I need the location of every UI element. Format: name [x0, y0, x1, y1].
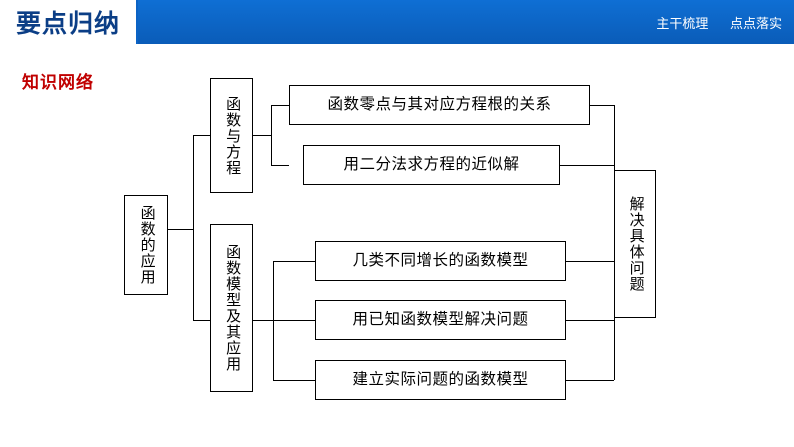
connector-trunk-vertical	[193, 135, 194, 320]
diagram-branch-title-0: 函数与方程	[210, 78, 253, 193]
header-right-labels: 主干梳理 点点落实	[638, 13, 782, 32]
connector-branch2-to-item0	[273, 261, 315, 262]
connector-item-b1i1-to-bus	[560, 165, 614, 166]
connector-branch2-to-item2	[273, 380, 315, 381]
connector-item-b2i2-to-bus	[566, 380, 614, 381]
page-title: 要点归纳	[15, 10, 120, 38]
diagram-item-b2-1: 用已知函数模型解决问题	[315, 300, 566, 340]
header-right-item-0: 主干梳理	[656, 16, 709, 31]
header-title-box	[0, 0, 138, 44]
connector-item-b1i0-to-bus	[590, 105, 614, 106]
section-label: 知识网络	[22, 73, 94, 92]
connector-branch1-to-item1	[271, 165, 289, 166]
connector-trunk-to-branch1	[193, 135, 210, 136]
diagram-item-b1-1: 用二分法求方程的近似解	[303, 145, 560, 185]
diagram-root-node: 函数的应用	[124, 195, 168, 295]
connector-branch1-splitter	[271, 105, 272, 165]
connector-item-b2i1-to-bus	[566, 320, 614, 321]
diagram-result-node: 解决具体问题	[614, 170, 656, 318]
diagram-item-b1-0: 函数零点与其对应方程根的关系	[289, 85, 590, 125]
diagram-item-b2-2: 建立实际问题的函数模型	[315, 360, 566, 400]
connector-branch1-stub	[253, 135, 271, 136]
diagram-item-b2-0: 几类不同增长的函数模型	[315, 241, 566, 281]
diagram-branch-title-1: 函数模型及其应用	[210, 224, 253, 392]
connector-trunk-to-branch2	[193, 320, 210, 321]
connector-branch1-to-item0	[271, 105, 289, 106]
connector-root-to-trunk	[168, 229, 193, 230]
connector-item-b2i0-to-bus	[566, 261, 614, 262]
connector-branch2-to-item1	[273, 320, 315, 321]
connector-branch2-stub	[253, 320, 273, 321]
header-right-item-1: 点点落实	[729, 16, 782, 31]
